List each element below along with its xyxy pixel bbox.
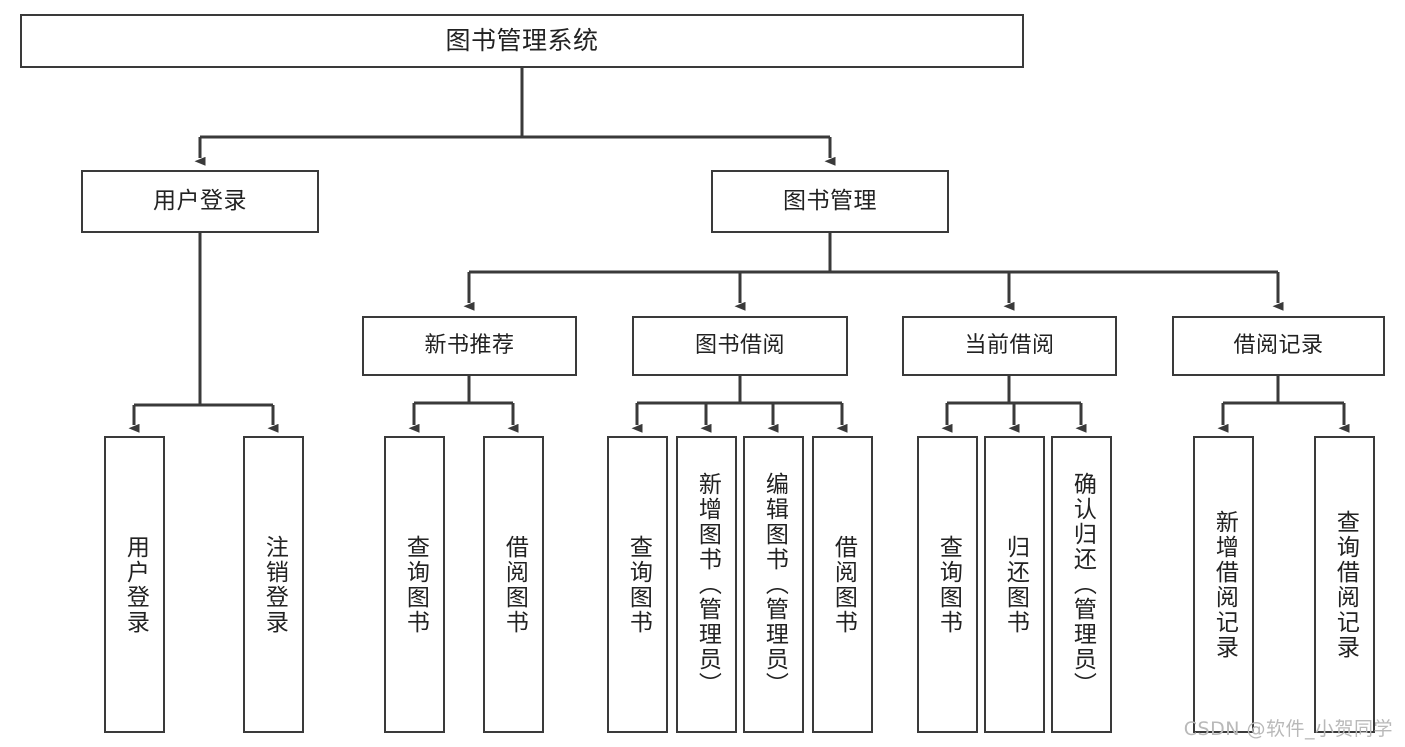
node-current-borrow-label: 当前借阅	[964, 333, 1055, 359]
node-leaf-borrow-book-2-label: 借阅图书	[830, 534, 857, 635]
node-leaf-query-record-label: 查询借阅记录	[1332, 509, 1359, 660]
node-leaf-user-logout[interactable]: 注销登录	[243, 436, 304, 733]
node-root[interactable]: 图书管理系统	[20, 14, 1024, 68]
node-leaf-confirm-return-label: 确认归还（管理员）	[1069, 472, 1096, 697]
node-user-login[interactable]: 用户登录	[81, 170, 319, 233]
node-book-borrow[interactable]: 图书借阅	[632, 316, 848, 376]
node-leaf-query-book-2[interactable]: 查询图书	[607, 436, 668, 733]
node-leaf-confirm-return[interactable]: 确认归还（管理员）	[1051, 436, 1112, 733]
node-leaf-edit-book[interactable]: 编辑图书（管理员）	[743, 436, 804, 733]
node-leaf-add-book-label: 新增图书（管理员）	[694, 472, 721, 697]
node-leaf-user-login-label: 用户登录	[122, 534, 149, 635]
node-book-management-label: 图书管理	[783, 187, 877, 214]
node-leaf-borrow-book-1[interactable]: 借阅图书	[483, 436, 544, 733]
node-leaf-query-book-1-label: 查询图书	[402, 534, 429, 635]
node-leaf-return-book-label: 归还图书	[1002, 534, 1029, 635]
node-current-borrow[interactable]: 当前借阅	[902, 316, 1117, 376]
node-leaf-user-logout-label: 注销登录	[261, 534, 288, 635]
node-new-book-recommend[interactable]: 新书推荐	[362, 316, 577, 376]
node-borrow-record-label: 借阅记录	[1233, 333, 1324, 359]
node-leaf-borrow-book-2[interactable]: 借阅图书	[812, 436, 873, 733]
node-leaf-query-book-1[interactable]: 查询图书	[384, 436, 445, 733]
node-borrow-record[interactable]: 借阅记录	[1172, 316, 1385, 376]
node-leaf-borrow-book-1-label: 借阅图书	[501, 534, 528, 635]
node-leaf-add-record-label: 新增借阅记录	[1211, 509, 1238, 660]
node-book-management[interactable]: 图书管理	[711, 170, 949, 233]
node-root-label: 图书管理系统	[445, 26, 599, 56]
node-leaf-query-record[interactable]: 查询借阅记录	[1314, 436, 1375, 733]
node-leaf-query-book-3[interactable]: 查询图书	[917, 436, 978, 733]
node-new-book-recommend-label: 新书推荐	[424, 333, 515, 359]
node-book-borrow-label: 图书借阅	[694, 333, 785, 359]
node-user-login-label: 用户登录	[153, 187, 247, 214]
node-leaf-return-book[interactable]: 归还图书	[984, 436, 1045, 733]
node-leaf-query-book-3-label: 查询图书	[935, 534, 962, 635]
node-leaf-user-login[interactable]: 用户登录	[104, 436, 165, 733]
node-leaf-add-book[interactable]: 新增图书（管理员）	[676, 436, 737, 733]
node-leaf-add-record[interactable]: 新增借阅记录	[1193, 436, 1254, 733]
watermark-text: CSDN @软件_小贺同学	[1183, 718, 1393, 740]
node-leaf-query-book-2-label: 查询图书	[625, 534, 652, 635]
node-leaf-edit-book-label: 编辑图书（管理员）	[761, 472, 788, 697]
